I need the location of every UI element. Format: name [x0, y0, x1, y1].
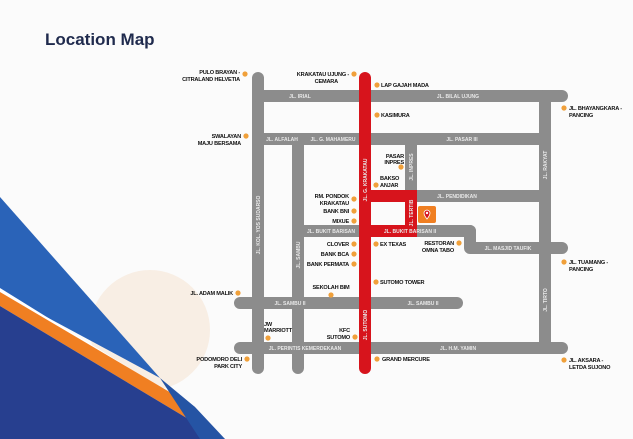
poi-jl-aksara[interactable]: JL. AKSARA -LETDA SUJONO — [561, 357, 611, 371]
background-decoration — [0, 197, 225, 439]
svg-text:OMNA TABO: OMNA TABO — [422, 248, 455, 254]
svg-text:LETDA SUJONO: LETDA SUJONO — [569, 365, 611, 371]
svg-text:JL. ADAM MALIK: JL. ADAM MALIK — [190, 291, 233, 297]
poi-bank-permata[interactable]: BANK PERMATA — [307, 261, 357, 268]
svg-text:CITRALAND HELVETIA: CITRALAND HELVETIA — [182, 77, 240, 83]
poi-mixue[interactable]: MIXUE — [332, 218, 357, 225]
road-irial: JL. IRIAL — [289, 94, 311, 100]
svg-text:PANCING: PANCING — [569, 113, 593, 119]
road-perintis: JL. PERINTIS KEMERDEKAAN — [269, 346, 342, 352]
svg-text:MIXUE: MIXUE — [332, 219, 349, 225]
poi-ex-texas[interactable]: EX TEXAS — [373, 241, 407, 248]
svg-text:BANK BNI: BANK BNI — [323, 209, 349, 215]
svg-text:RESTORAN: RESTORAN — [424, 241, 454, 247]
roads — [234, 72, 568, 374]
svg-text:PULO BRAYAN -: PULO BRAYAN - — [199, 70, 240, 76]
map-pin-icon[interactable] — [418, 206, 436, 223]
road-bukit-barisan: JL. BUKIT BARISAN — [307, 229, 355, 235]
road-bukit-barisan-2: JL. BUKIT BARISAN II — [384, 229, 437, 235]
svg-text:JL. TUAMANG -: JL. TUAMANG - — [569, 260, 608, 266]
road-mahameru: JL. G. MAHAMERU — [311, 137, 356, 143]
svg-text:CEMARA: CEMARA — [315, 79, 339, 85]
svg-text:CLOVER: CLOVER — [327, 242, 349, 248]
road-sutomo: JL. SUTOMO — [363, 310, 369, 341]
svg-text:KRAKATAU: KRAKATAU — [320, 201, 349, 207]
poi-clover[interactable]: CLOVER — [327, 241, 357, 248]
svg-text:JL. BHAYANGKARA -: JL. BHAYANGKARA - — [569, 106, 622, 112]
poi-sekolah-bim[interactable]: SEKOLAH BIM — [313, 285, 350, 298]
road-hm-yamin: JL. H.M. YAMIN — [440, 346, 477, 352]
svg-text:INPRES: INPRES — [384, 160, 404, 166]
road-rakyat: JL. RAKYAT — [543, 151, 549, 180]
svg-text:BANK BCA: BANK BCA — [321, 252, 349, 258]
svg-text:EX TEXAS: EX TEXAS — [380, 242, 407, 248]
road-yos-sudarso: JL. KOL. YOS SUDARSO — [256, 195, 262, 254]
svg-text:SWALAYAN: SWALAYAN — [212, 134, 242, 140]
poi-grand-mercure[interactable]: GRAND MERCURE — [374, 356, 430, 363]
svg-text:JL. AKSARA -: JL. AKSARA - — [569, 358, 604, 364]
svg-text:MARRIOTT: MARRIOTT — [264, 328, 293, 334]
svg-text:PASAR: PASAR — [386, 154, 404, 160]
road-labels: JL. IRIAL JL. BILAL UJUNG JL. ALFALAH JL… — [256, 94, 549, 352]
svg-text:PODOMORO DELI: PODOMORO DELI — [196, 357, 242, 363]
poi-bank-bni[interactable]: BANK BNI — [323, 208, 357, 215]
svg-text:SEKOLAH BIM: SEKOLAH BIM — [313, 285, 350, 291]
road-pasar3: JL. PASAR III — [446, 137, 478, 143]
svg-text:MAJU BERSAMA: MAJU BERSAMA — [198, 141, 241, 147]
poi-bank-bca[interactable]: BANK BCA — [321, 251, 357, 258]
road-bilal-ujung: JL. BILAL UJUNG — [437, 94, 479, 100]
poi-krakatau-ujung[interactable]: KRAKATAU UJUNG -CEMARA — [297, 71, 357, 85]
svg-text:BANK PERMATA: BANK PERMATA — [307, 262, 349, 268]
road-alfalah: JL. ALFALAH — [266, 137, 298, 143]
road-sambu2-left: JL. SAMBU II — [274, 301, 306, 307]
svg-text:PARK CITY: PARK CITY — [214, 364, 242, 370]
poi-lap-gajah-mada[interactable]: LAP GAJAH MADA — [374, 82, 429, 89]
svg-text:PANCING: PANCING — [569, 267, 593, 273]
page-title: Location Map — [45, 30, 155, 49]
poi-kasimura[interactable]: KASIMURA — [374, 112, 410, 119]
road-sambu: JL. SAMBU — [296, 241, 302, 268]
road-sambu2-right: JL. SAMBU II — [407, 301, 439, 307]
svg-text:SUTOMO TOWER: SUTOMO TOWER — [380, 280, 424, 286]
points-of-interest: PULO BRAYAN -CITRALAND HELVETIA KRAKATAU… — [182, 70, 622, 371]
svg-text:ANJAR: ANJAR — [380, 183, 398, 189]
svg-text:BAKSO: BAKSO — [380, 176, 400, 182]
svg-text:KFC: KFC — [339, 328, 350, 334]
svg-text:JW: JW — [264, 322, 273, 328]
road-tirto: JL. TIRTO — [543, 288, 549, 312]
poi-jl-adam-malik[interactable]: JL. ADAM MALIK — [190, 290, 241, 297]
svg-text:LAP GAJAH MADA: LAP GAJAH MADA — [381, 83, 429, 89]
road-masjid-taufik: JL. MASJID TAUFIK — [485, 246, 532, 252]
svg-text:KRAKATAU UJUNG -: KRAKATAU UJUNG - — [297, 72, 350, 78]
road-pendidikan: JL. PENDIDIKAN — [437, 194, 477, 200]
svg-text:GRAND MERCURE: GRAND MERCURE — [382, 357, 430, 363]
road-krakatau: JL. G. KRAKATAU — [363, 158, 369, 201]
svg-text:RM. PONDOK: RM. PONDOK — [315, 194, 350, 200]
poi-jl-tuamang[interactable]: JL. TUAMANG -PANCING — [561, 259, 609, 273]
poi-pulo-brayan[interactable]: PULO BRAYAN -CITRALAND HELVETIA — [182, 70, 248, 83]
road-tertib: JL. TERTIB — [409, 199, 415, 226]
road-inpres: JL. INPRES — [409, 153, 415, 181]
svg-text:SUTOMO: SUTOMO — [327, 335, 351, 341]
poi-sutomo-tower[interactable]: SUTOMO TOWER — [373, 279, 425, 286]
main-route — [359, 72, 417, 374]
svg-text:KASIMURA: KASIMURA — [381, 113, 410, 119]
poi-jl-bhayangkara[interactable]: JL. BHAYANGKARA -PANCING — [561, 105, 622, 119]
